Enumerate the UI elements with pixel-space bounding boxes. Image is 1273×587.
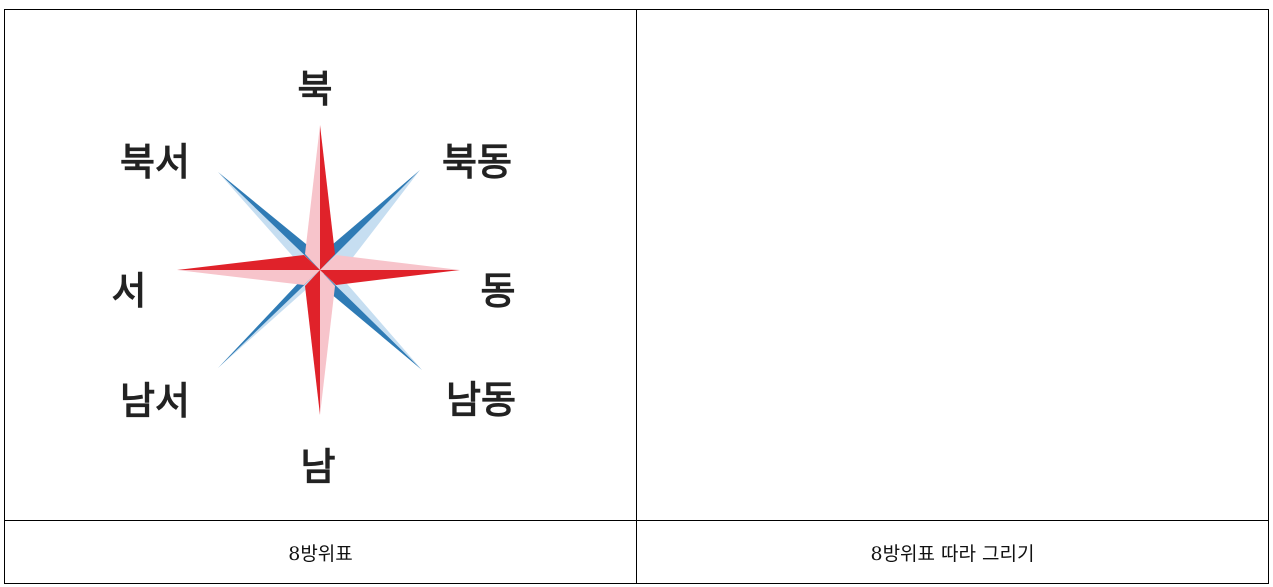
label-east: 동 [481, 269, 516, 313]
compass-image-cell: 북 북동 동 남동 남 남서 서 북서 [4, 9, 637, 521]
ne-point-light [320, 170, 420, 278]
east-point-light [320, 255, 460, 270]
south-point-dark [305, 270, 320, 415]
caption-right: 8방위표 따라 그리기 [636, 520, 1269, 584]
cardinal-points [177, 125, 460, 415]
west-point-dark [177, 255, 320, 270]
se-point-light [320, 262, 422, 370]
label-south: 남 [301, 445, 336, 489]
label-northeast: 북동 [442, 140, 512, 184]
east-point-dark [320, 270, 460, 285]
se-point-dark [312, 270, 422, 370]
label-west: 서 [112, 269, 147, 313]
worksheet-table: 북 북동 동 남동 남 남서 서 북서 8방위표 8방위표 따라 그리기 [4, 9, 1269, 584]
label-north: 북 [298, 67, 333, 111]
label-southeast: 남동 [446, 378, 516, 422]
label-southwest: 남서 [120, 379, 190, 423]
west-point-light [177, 270, 320, 285]
ne-point-dark [312, 170, 420, 270]
north-point-light [305, 125, 320, 270]
sw-point-dark [218, 270, 320, 368]
nw-point-dark [218, 172, 328, 270]
south-point-light [320, 270, 335, 415]
drawing-area-cell [636, 9, 1269, 521]
caption-left: 8방위표 [4, 520, 637, 584]
label-northwest: 북서 [120, 140, 190, 184]
north-point-dark [320, 125, 335, 270]
eight-direction-compass: 북 북동 동 남동 남 남서 서 북서 [112, 67, 516, 489]
nw-point-light [218, 172, 320, 278]
